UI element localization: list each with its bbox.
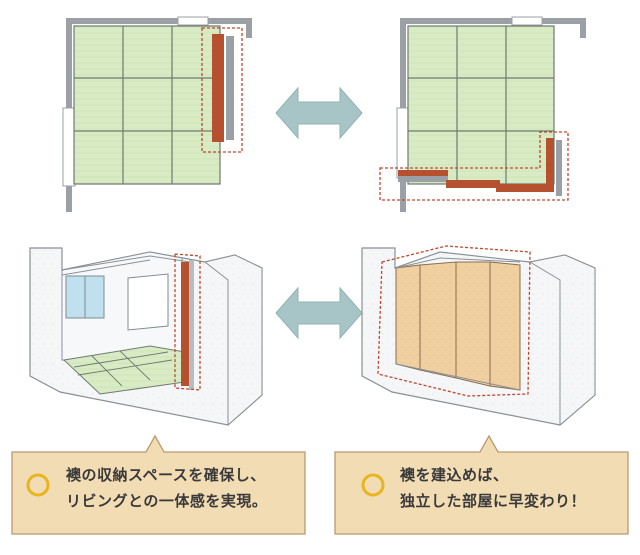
double-arrow-icon [275, 286, 363, 340]
window [65, 275, 105, 319]
circle-bullet-icon [361, 473, 385, 497]
fusuma-panels [395, 257, 521, 391]
window-opening [62, 107, 76, 187]
perspective-fusuma-installed [361, 245, 596, 427]
caption-bubble-left [11, 434, 306, 535]
fusuma-panels [398, 138, 562, 196]
fusuma-stack [212, 34, 224, 142]
caption-left-text: 襖の収納スペースを確保し、 リビングとの一体感を実現。 [66, 462, 267, 514]
perspective-fusuma-stacked [29, 247, 263, 427]
caption-left-line1: 襖の収納スペースを確保し、 [66, 466, 266, 484]
tatami-floor [73, 25, 221, 185]
door-frame [511, 16, 543, 26]
highlight-box [379, 131, 569, 201]
caption-right-line1: 襖を建込めば、 [400, 466, 509, 484]
plan-fusuma-installed [379, 16, 586, 212]
closet-wall [189, 260, 194, 390]
caption-right-text: 襖を建込めば、 独立した部屋に早変わり！ [400, 462, 586, 514]
caption-bubble-right [334, 434, 629, 535]
circle-bullet-icon [26, 473, 50, 497]
door-frame [177, 16, 209, 26]
wall-cabinet [127, 273, 169, 331]
double-arrow-icon [275, 86, 363, 140]
plan-fusuma-stacked [62, 16, 252, 212]
highlight-box [377, 245, 531, 397]
highlight-box [174, 253, 201, 391]
fusuma-stack [181, 262, 189, 386]
highlight-box [201, 27, 243, 153]
caption-right-line2: 独立した部屋に早変わり！ [400, 492, 587, 510]
closet-wall [226, 36, 234, 140]
tatami-floor [407, 25, 555, 185]
caption-left-line2: リビングとの一体感を実現。 [66, 492, 268, 510]
